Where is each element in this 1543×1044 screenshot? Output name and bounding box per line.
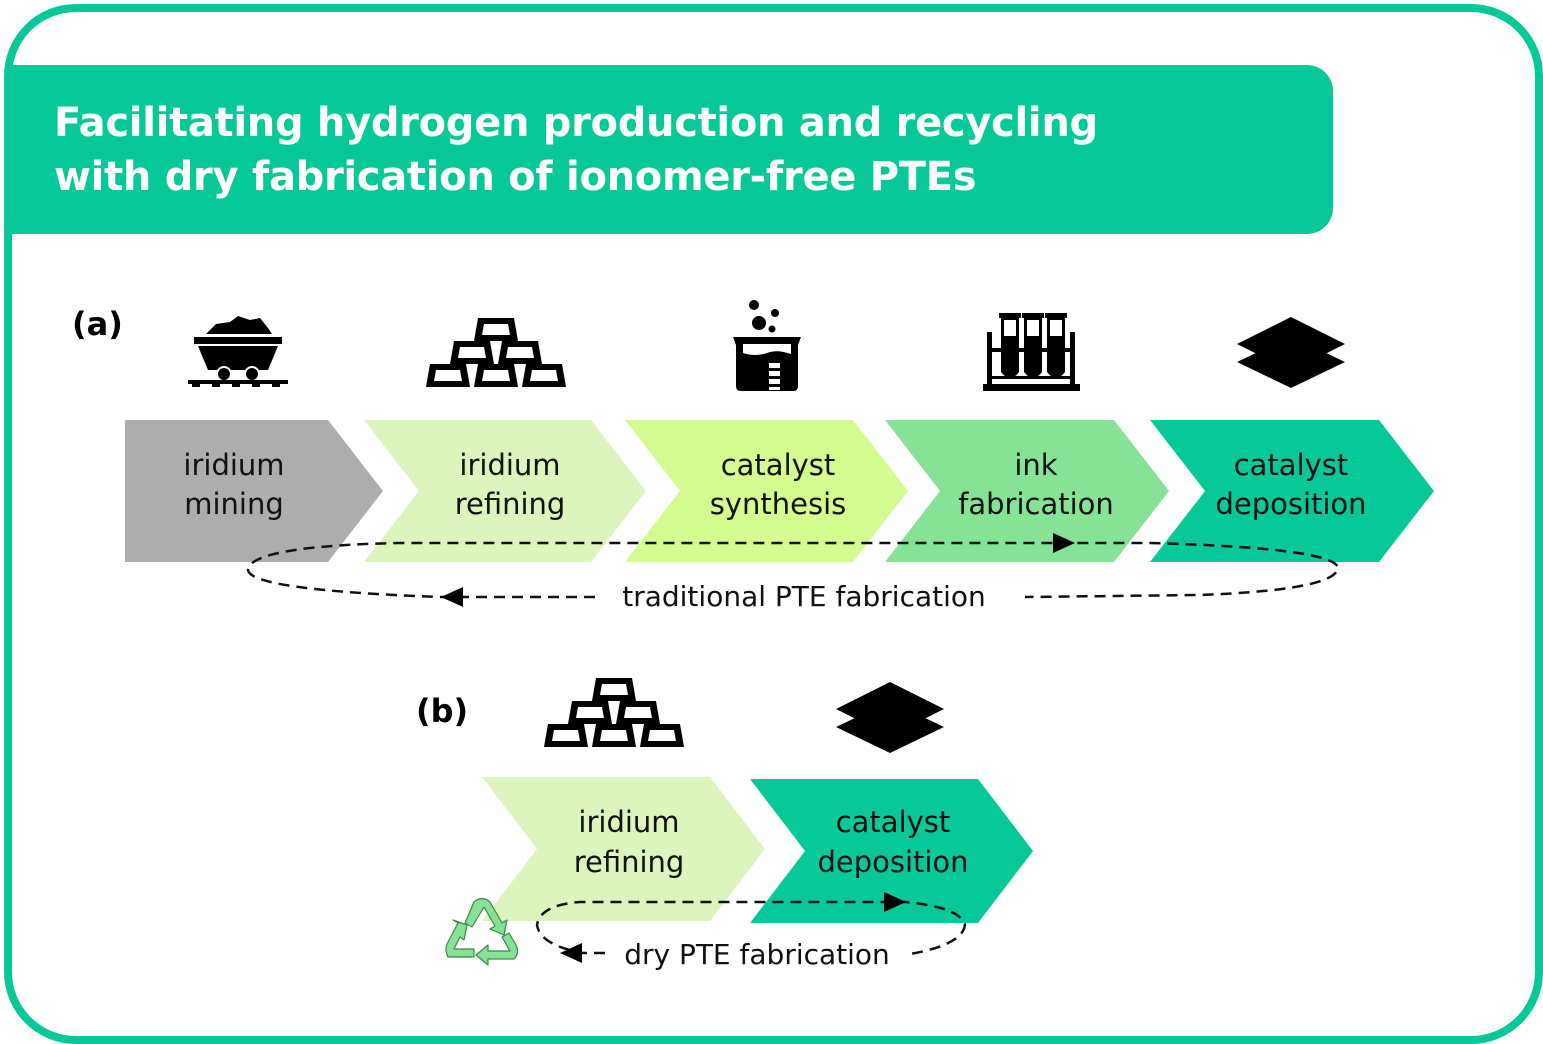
layers-icon [1237,317,1345,388]
step-label: catalyst [721,448,836,482]
gold-bars-icon [426,318,566,387]
panel-a-label: (a) [72,305,123,343]
loop-arrow-forward [1053,533,1075,553]
panel-a-steps [125,420,1434,562]
title-line-2: with dry fabrication of ionomer-free PTE… [54,154,977,200]
title-banner [6,65,1333,234]
loop-arrow-back [560,943,582,963]
layers-icon [836,682,944,753]
panel-b-label: (b) [416,692,469,730]
step-label: iridium [183,448,284,482]
step-label: iridium [459,448,560,482]
step-label: refining [574,845,685,879]
mine-cart-icon [188,316,288,387]
outer-frame [4,4,1543,1044]
page-title: Facilitating hydrogen production and rec… [54,96,1098,204]
step-iridium-mining [125,420,383,562]
step-label: synthesis [710,487,847,521]
step-label: refining [455,487,566,521]
step-ink-fabrication [885,420,1169,562]
title-line-1: Facilitating hydrogen production and rec… [54,100,1098,146]
loop-arrow-back [441,587,463,607]
test-tubes-icon [983,313,1080,391]
step-iridium-refining [482,777,765,921]
step-label: fabrication [958,487,1114,521]
dry-loop-label: dry PTE fabrication [624,938,890,971]
traditional-loop [246,541,1340,599]
step-label: ink [1014,448,1057,482]
step-label: deposition [817,845,968,879]
step-label: catalyst [836,805,951,839]
step-label: iridium [578,805,679,839]
panel-b-steps [482,777,1033,923]
recycle-icon [445,897,519,966]
step-label: deposition [1215,487,1366,521]
beaker-icon [733,300,801,391]
step-catalyst-synthesis [625,420,908,562]
step-label: catalyst [1234,448,1349,482]
gold-bars-icon [544,678,684,747]
step-label: mining [184,487,284,521]
loop-arrow-forward [884,892,906,912]
step-catalyst-deposition [750,779,1033,923]
step-catalyst-deposition [1150,420,1434,562]
step-iridium-refining [364,420,646,562]
panel-a-step-labels: iridium mining iridium refining catalyst… [183,448,1366,521]
traditional-loop-label: traditional PTE fabrication [622,580,986,613]
